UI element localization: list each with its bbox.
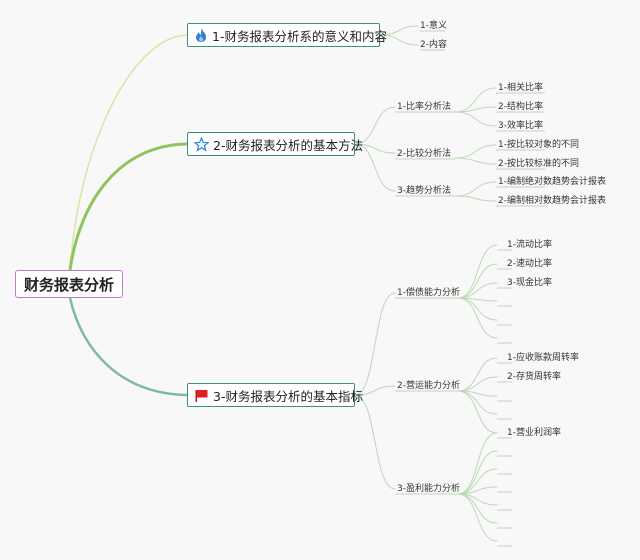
connector-b2-1-1 <box>454 87 497 113</box>
topic-meaning[interactable]: 1-意义 <box>420 21 447 31</box>
topic-operating-analysis[interactable]: 2-营运能力分析 <box>397 381 460 391</box>
branch-label-2: 2-财务报表分析的基本方法 <box>213 137 363 153</box>
connector-b3-2 <box>354 385 396 396</box>
topic-content[interactable]: 2-内容 <box>420 40 447 50</box>
topic-profitability-analysis[interactable]: 3-盈利能力分析 <box>397 484 460 494</box>
connector-root-branch-1 <box>69 34 188 271</box>
connector-b3-2-5 <box>457 390 498 434</box>
connector-b3-3-1 <box>457 432 498 495</box>
leaf-relative-trend-statement[interactable]: 2-编制相对数趋势会计报表 <box>498 196 606 206</box>
branch-node-2[interactable]: 2-财务报表分析的基本方法 <box>187 132 363 156</box>
leaf-by-comparison-standard[interactable]: 2-按比较标准的不同 <box>498 159 579 169</box>
connector-b3-1-2 <box>457 263 498 299</box>
branch-label-3: 3-财务报表分析的基本指标 <box>213 388 363 404</box>
leaf-efficiency-ratio[interactable]: 3-效率比率 <box>498 121 543 131</box>
connector-b3-3 <box>354 394 396 490</box>
connector-b2-1-3 <box>454 111 497 127</box>
connector-b2-3 <box>354 143 396 192</box>
connector-b3-2-2 <box>457 376 498 392</box>
connector-b3-2-4 <box>457 390 498 415</box>
leaf-absolute-trend-statement[interactable]: 1-编制绝对数趋势会计报表 <box>498 177 606 187</box>
connector-b3-1 <box>354 292 396 396</box>
connector-b3-1-6 <box>457 297 498 339</box>
leaf-cash-ratio[interactable]: 3-现金比率 <box>507 278 552 288</box>
leaf-by-comparison-object[interactable]: 1-按比较对象的不同 <box>498 140 579 150</box>
branch-node-3[interactable]: 3-财务报表分析的基本指标 <box>187 383 363 407</box>
connector-b3-3-7 <box>457 493 498 542</box>
root-label: 财务报表分析 <box>23 275 114 294</box>
leaf-relative-ratio[interactable]: 1-相关比率 <box>498 83 543 93</box>
connector-b3-1-3 <box>457 282 498 299</box>
connector-b2-3-2 <box>454 195 497 202</box>
connector-b2-2-2 <box>454 157 497 165</box>
root-node[interactable]: 财务报表分析 <box>15 270 123 298</box>
star-icon <box>194 136 209 152</box>
flame-icon <box>194 27 208 43</box>
connector-b2-3-1 <box>454 181 497 197</box>
connector-b1-2 <box>379 34 419 46</box>
topic-solvency-analysis[interactable]: 1-偿债能力分析 <box>397 288 460 298</box>
leaf-quick-ratio[interactable]: 2-速动比率 <box>507 259 552 269</box>
leaf-operating-profit-margin[interactable]: 1-营业利润率 <box>507 428 561 438</box>
branch-label-1: 1-财务报表分析系的意义和内容 <box>212 28 387 44</box>
topic-trend-analysis[interactable]: 3-趋势分析法 <box>397 186 451 196</box>
connector-root-branch-2 <box>68 142 188 271</box>
leaf-structural-ratio[interactable]: 2-结构比率 <box>498 102 543 112</box>
leaf-current-ratio[interactable]: 1-流动比率 <box>507 240 552 250</box>
connector-root-branch-3 <box>68 297 188 397</box>
flag-icon <box>194 387 209 403</box>
leaf-receivables-turnover[interactable]: 1-应收账款周转率 <box>507 353 579 363</box>
branch-node-1[interactable]: 1-财务报表分析系的意义和内容 <box>187 23 387 47</box>
leaf-inventory-turnover[interactable]: 2-存货周转率 <box>507 372 561 382</box>
connector-b3-2-1 <box>457 357 498 392</box>
connector-b2-2-1 <box>454 144 497 159</box>
topic-ratio-analysis[interactable]: 1-比率分析法 <box>397 102 451 112</box>
connector-b2-2 <box>354 143 396 154</box>
connector-b2-1 <box>354 106 396 145</box>
topic-comparative-analysis[interactable]: 2-比较分析法 <box>397 149 451 159</box>
